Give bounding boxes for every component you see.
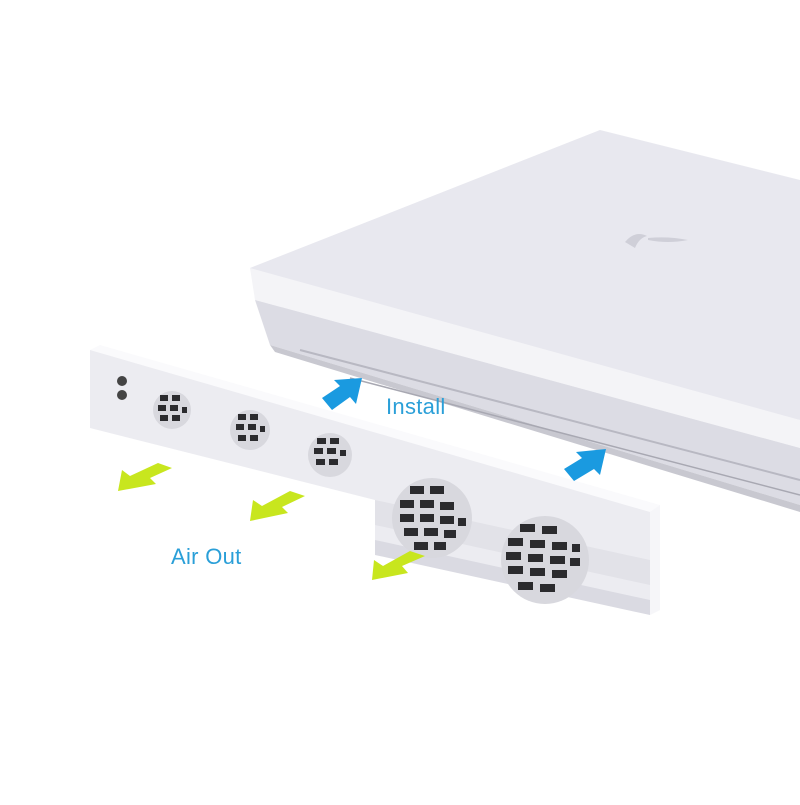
fan-grill-4	[392, 478, 472, 558]
air-out-arrow-icon	[118, 463, 172, 491]
install-label: Install	[386, 394, 446, 419]
fan-grill-2	[230, 410, 270, 450]
fan-grill-3	[308, 433, 352, 477]
console-logo-icon	[625, 234, 688, 248]
air-out-arrow-icon	[250, 491, 305, 521]
install-arrow-icon	[322, 378, 362, 410]
air-out-label: Air Out	[171, 544, 242, 569]
fan-grill-5	[501, 516, 589, 604]
install-arrow-icon	[564, 449, 606, 481]
air-out-arrow-icon	[372, 551, 425, 580]
fan-grill-1	[153, 391, 191, 429]
console	[250, 130, 800, 512]
fan-cooling-bar	[90, 345, 660, 615]
